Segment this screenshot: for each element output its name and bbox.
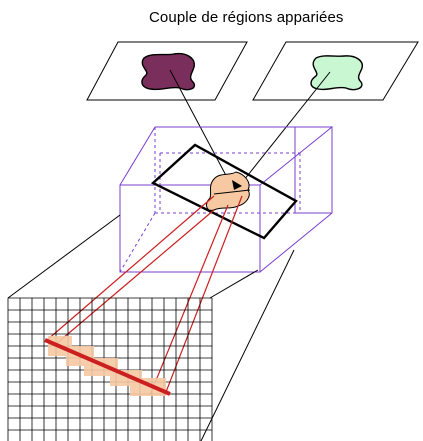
projection-line-2 bbox=[165, 195, 243, 393]
caption-text: Couple de régions appariées bbox=[149, 9, 344, 26]
region-right-shape bbox=[310, 55, 363, 91]
link-line-right bbox=[239, 71, 331, 186]
frustum-line-right bbox=[200, 249, 295, 441]
oblique-slice bbox=[150, 143, 298, 240]
region-left-shape bbox=[141, 52, 196, 91]
volume-cube-hidden-edges bbox=[119, 127, 295, 273]
matched-patch-divider bbox=[213, 189, 251, 195]
image-plane-left bbox=[86, 41, 248, 101]
projection-line-3 bbox=[149, 204, 229, 396]
projection-line-1 bbox=[45, 195, 215, 342]
matched-line-grid bbox=[44, 338, 171, 396]
patch-arrow-marker bbox=[232, 180, 242, 190]
frustum-line-left bbox=[7, 214, 121, 299]
pixel-grid bbox=[7, 297, 213, 441]
image-plane-right bbox=[252, 41, 419, 101]
volume-inner-guides bbox=[159, 152, 301, 213]
frustum-line-top bbox=[209, 269, 259, 299]
